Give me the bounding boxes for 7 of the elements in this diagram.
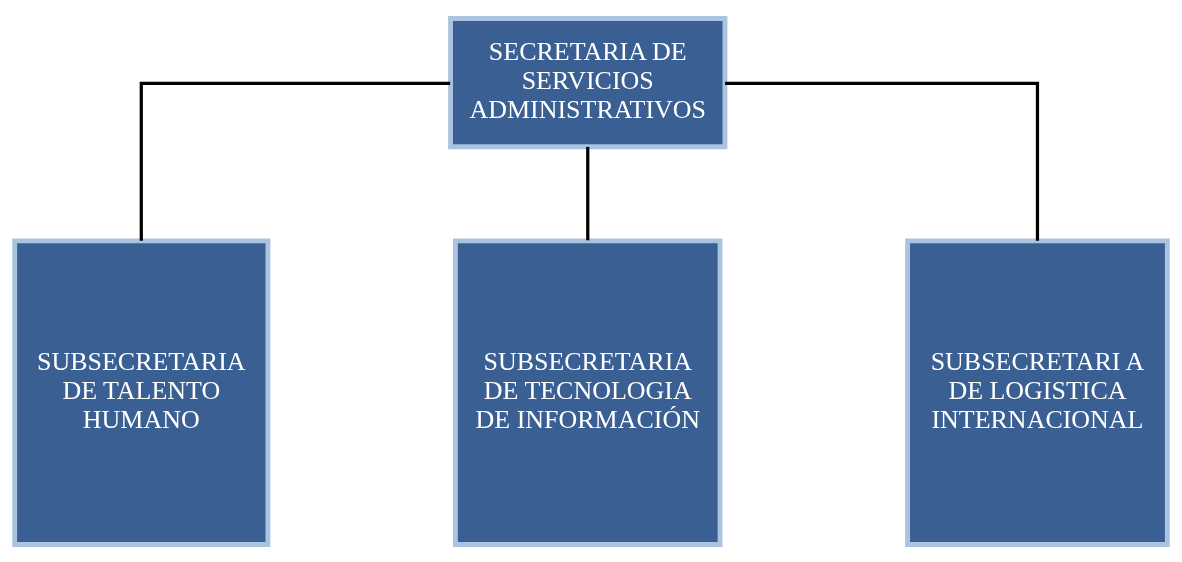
connector (586, 146, 590, 240)
node-box: SUBSECRETARIA DE TALENTO HUMANO (12, 237, 271, 547)
node-box: SUBSECRETARIA DE TECNOLOGIA DE INFORMACIÓN (453, 237, 723, 547)
node-box: SUBSECRETARI A DE LOGISTICA INTERNACIONAL (905, 237, 1170, 547)
connector (725, 81, 1040, 241)
node-box: SECRETARIA DE SERVICIOS ADMINISTRATIVOS (448, 15, 728, 149)
connector (139, 81, 451, 241)
